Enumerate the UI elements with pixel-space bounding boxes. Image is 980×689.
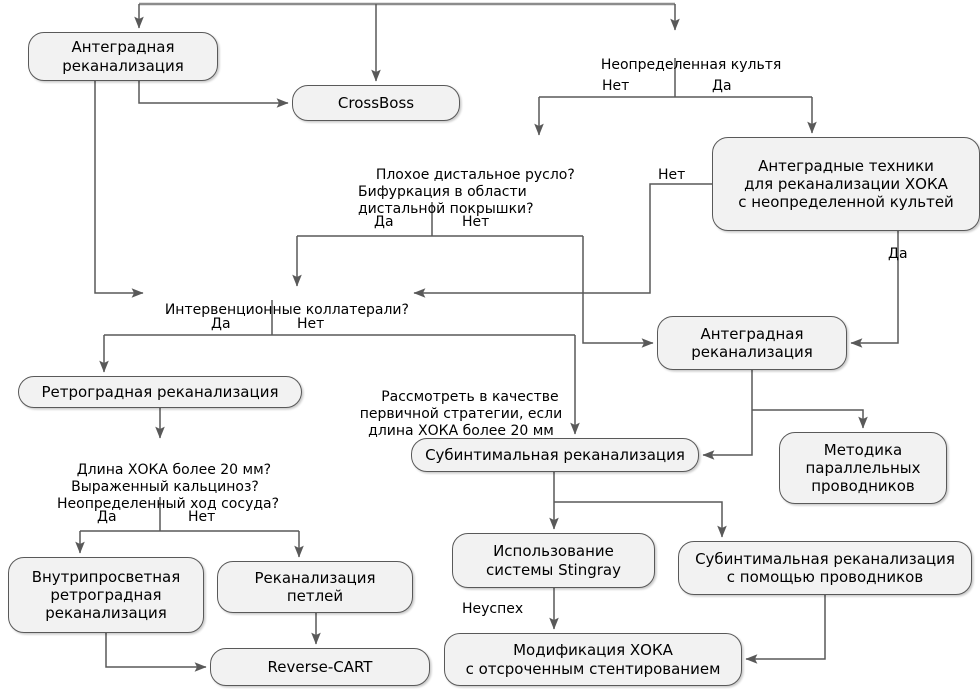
node-subintimal-recanalization[interactable]: Субинтимальная реканализация (411, 438, 699, 472)
edge-antegrade-to-crossboss (138, 81, 289, 108)
node-label: Субинтимальная реканализация (425, 445, 685, 464)
edge-label-cto-yes: Да (97, 509, 117, 525)
node-label: Субинтимальная реканализация с помощью п… (695, 549, 955, 586)
edge-label-tech-no: Нет (658, 167, 685, 183)
edge-label-text: Да (97, 509, 117, 525)
edge-distal-no-to-antegrade (582, 236, 654, 348)
edge-label-text: Нет (297, 316, 325, 332)
edge-subwires-to-ctomod (745, 595, 826, 664)
node-label: Антеградные техники для реканализации ХО… (738, 156, 954, 212)
node-loop-recanalization[interactable]: Реканализация петлей (217, 561, 413, 613)
edge-antegrade-to-collaterals (94, 81, 144, 298)
text-primary-strategy-note: Рассмотреть в качестве первичной стратег… (358, 372, 564, 457)
edge-label-stump-no: Нет (602, 78, 629, 94)
edge-label-collaterals-no: Нет (297, 316, 324, 332)
node-retrograde-recanalization[interactable]: Ретроградная реканализация (18, 376, 302, 408)
edge-subintimal-to-subwires (554, 501, 727, 538)
node-label: Reverse-CART (267, 657, 373, 676)
node-subintimal-recanalization-with-wires[interactable]: Субинтимальная реканализация с помощью п… (678, 541, 972, 595)
edge-tech-yes-to-antegrade (850, 231, 899, 348)
node-antegrade-techniques-undefined-stump[interactable]: Антеградные техники для реканализации ХО… (712, 137, 980, 231)
node-label: Внутрипросветная ретроградная реканализа… (31, 567, 181, 623)
node-label: CrossBoss (337, 93, 415, 112)
text-label: Плохое дистальное русло? Бифуркация в об… (358, 167, 575, 218)
edge-label-stump-yes: Да (712, 78, 732, 94)
edge-label-text: Да (712, 78, 732, 94)
node-stingray-system[interactable]: Использование системы Stingray (452, 533, 655, 588)
node-parallel-wires-technique[interactable]: Методика параллельных проводников (779, 432, 947, 504)
text-label: Неопределенная культя (600, 57, 782, 74)
edge-label-stingray-failure: Неуспех (462, 601, 523, 617)
node-cto-modification-delayed-stenting[interactable]: Модификация ХОКА с отсроченным стентиров… (444, 633, 742, 686)
text-cto-questions: Длина ХОКА более 20 мм? Выраженный кальц… (57, 445, 279, 530)
edge-intralum-to-reverse (105, 633, 207, 672)
node-label: Ретроградная реканализация (41, 382, 279, 401)
edge-label-tech-yes: Да (888, 246, 908, 262)
edge-antegrade-to-parallel (752, 409, 868, 429)
edge-antegrade-to-subintimal (702, 370, 753, 460)
text-label: Рассмотреть в качестве первичной стратег… (359, 389, 563, 440)
edge-tech-no-to-collaterals (413, 183, 712, 298)
edge-label-text: Неуспех (462, 601, 524, 617)
node-label: Антеградная реканализация (691, 324, 813, 361)
node-intraluminal-retrograde-recanalization[interactable]: Внутрипросветная ретроградная реканализа… (8, 557, 204, 633)
edge-label-text: Да (211, 316, 231, 332)
text-label: Длина ХОКА более 20 мм? Выраженный кальц… (57, 462, 280, 513)
edge-label-text: Нет (188, 509, 216, 525)
edge-label-distal-yes: Да (374, 214, 394, 230)
node-reverse-cart[interactable]: Reverse-CART (210, 648, 430, 686)
node-label: Использование системы Stingray (486, 542, 621, 579)
node-crossboss[interactable]: CrossBoss (292, 85, 460, 121)
node-label: Модификация ХОКА с отсроченным стентиров… (465, 641, 721, 678)
text-interventional-collaterals-question: Интервенционные коллатерали? (147, 285, 409, 336)
edge-label-text: Нет (658, 167, 686, 183)
node-label: Антеградная реканализация (62, 38, 184, 75)
node-antegrade-recanalization-mid[interactable]: Антеградная реканализация (657, 316, 847, 370)
edge-label-distal-no: Нет (462, 214, 489, 230)
edge-label-text: Нет (602, 78, 630, 94)
edge-label-cto-no: Нет (188, 509, 215, 525)
edge-label-text: Нет (462, 214, 490, 230)
node-label: Реканализация петлей (254, 568, 376, 605)
edge-label-text: Да (374, 214, 394, 230)
text-undefined-stump: Неопределенная культя (583, 40, 782, 91)
edge-label-text: Да (888, 246, 908, 262)
text-label: Интервенционные коллатерали? (164, 302, 409, 319)
node-antegrade-recanalization-top[interactable]: Антеградная реканализация (28, 32, 218, 81)
edge-label-collaterals-yes: Да (211, 316, 231, 332)
node-label: Методика параллельных проводников (805, 440, 921, 496)
text-distal-bed-questions: Плохое дистальное русло? Бифуркация в об… (358, 150, 575, 235)
